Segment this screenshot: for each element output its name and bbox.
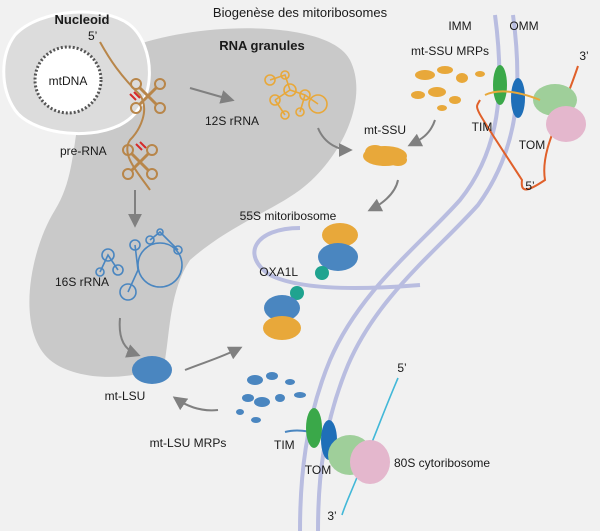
mt-ssu-mrps-label: mt-SSU MRPs [411, 44, 489, 58]
trna-clover-top [129, 78, 166, 114]
trna-clover-bottom [122, 141, 158, 180]
mitoribosome-55s-lower [263, 295, 301, 340]
omm-label: OMM [509, 19, 538, 33]
arrow-mrps-to-mt-ssu [407, 119, 436, 147]
arrow-mt-lsu-to-55s [184, 346, 243, 371]
tom-top-label: TOM [519, 138, 545, 152]
mtdna-circle [33, 45, 103, 115]
mt-ssu-label: mt-SSU [364, 123, 406, 137]
mt-lsu-mrps-label: mt-LSU MRPs [150, 436, 227, 450]
oxa1l-label: OXA1L [259, 265, 298, 279]
mitoribosome-55s-label: 55S mitoribosome [240, 209, 337, 223]
diagram-title: Biogenèse des mitoribosomes [213, 5, 388, 20]
tim-bottom-channel [306, 408, 322, 448]
three-prime-bottom-label: 3’ [327, 509, 336, 523]
arrow-16s-to-mt-lsu [118, 317, 141, 358]
pre-rna-strand [99, 41, 151, 191]
tim-bottom-label: TIM [274, 438, 295, 452]
arrow-mt-ssu-to-55s [367, 179, 399, 212]
tom-bottom-label: TOM [305, 463, 331, 477]
imm-fold [252, 226, 421, 290]
rrna-16s-structure [95, 228, 183, 301]
arrow-mrps-to-mt-lsu [172, 396, 219, 412]
imported-protein-top [484, 90, 541, 101]
mt-ssu-subunit [363, 145, 407, 166]
tom-top-channel [511, 78, 525, 118]
nucleoid-label: Nucleoid [55, 12, 110, 27]
mt-ssu-mrps-fragments [411, 66, 485, 111]
imm-label: IMM [448, 19, 471, 33]
rrna-12s-structure [264, 70, 328, 120]
oxa1l-channel-2 [290, 286, 304, 300]
cytoribosome-80s-label: 80S cytoribosome [394, 456, 490, 470]
five-prime-bottom-label: 5’ [397, 361, 406, 375]
arrow-pre-rna-to-12s [189, 87, 235, 104]
process-arrows [118, 87, 436, 412]
tim-top-channel [493, 65, 507, 105]
cytoribosome-80s [328, 435, 390, 484]
cytoribosome-top [533, 84, 586, 142]
pre-rna-label: pre-RNA [60, 144, 107, 158]
five-prime-top-label: 5’ [88, 29, 97, 43]
rna-granules-label: RNA granules [219, 38, 304, 53]
mt-lsu-mrps-fragments [236, 372, 306, 423]
three-prime-top-label: 3’ [579, 49, 588, 63]
oxa1l-channel [315, 266, 329, 280]
tim-top-label: TIM [472, 120, 493, 134]
five-prime-right-label: 5’ [525, 179, 534, 193]
imm-membrane [298, 14, 502, 531]
mt-lsu-subunit [132, 356, 172, 384]
mitoribosome-55s-upper [318, 223, 358, 271]
arrow-12s-to-mt-ssu [317, 127, 353, 157]
mtdna-label: mtDNA [49, 74, 88, 88]
mt-lsu-label: mt-LSU [105, 389, 146, 403]
rrna-16s-label: 16S rRNA [55, 275, 109, 289]
rrna-12s-label: 12S rRNA [205, 114, 259, 128]
